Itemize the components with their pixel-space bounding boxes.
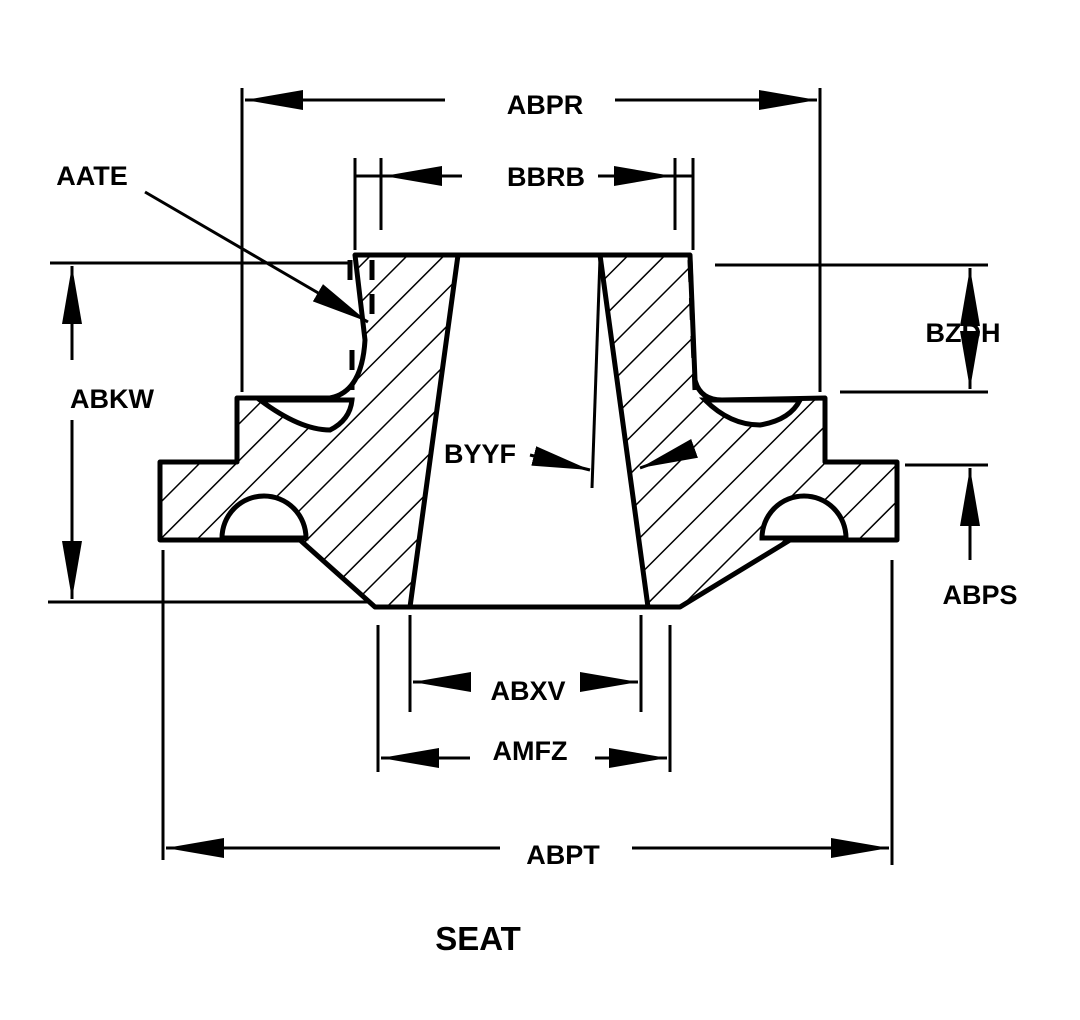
label-aate: AATE	[56, 161, 128, 191]
dimension-abxv: ABXV	[408, 615, 643, 712]
bore	[407, 252, 651, 610]
dimension-abpt: ABPT	[161, 550, 894, 870]
dimension-amfz: AMFZ	[376, 625, 672, 772]
right-hub-dashed-edge	[687, 259, 698, 391]
dimension-abkw: ABKW	[48, 261, 370, 604]
dimension-byyf: BYYF	[444, 438, 698, 472]
label-abkw: ABKW	[70, 384, 154, 414]
label-abps: ABPS	[942, 580, 1017, 610]
seat-part	[157, 252, 900, 610]
label-bbrb: BBRB	[507, 162, 585, 192]
dimension-bzdh: BZDH	[715, 263, 1001, 394]
right-flange-relief	[759, 493, 849, 541]
label-abpt: ABPT	[526, 840, 600, 870]
dimension-abps: ABPS	[905, 463, 1018, 610]
label-abpr: ABPR	[507, 90, 584, 120]
right-hub-fillet	[698, 397, 805, 428]
bore-center-line	[590, 257, 602, 489]
label-byyf: BYYF	[444, 439, 516, 469]
drawing-title: SEAT	[435, 920, 521, 957]
dimension-abpr: ABPR	[240, 88, 822, 392]
label-bzdh: BZDH	[926, 318, 1001, 348]
leader-aate: AATE	[56, 161, 369, 324]
label-abxv: ABXV	[490, 676, 565, 706]
left-flange-relief	[219, 493, 309, 541]
label-amfz: AMFZ	[493, 736, 568, 766]
dimension-bbrb: BBRB	[353, 158, 695, 250]
left-hub-fillet	[252, 397, 355, 433]
